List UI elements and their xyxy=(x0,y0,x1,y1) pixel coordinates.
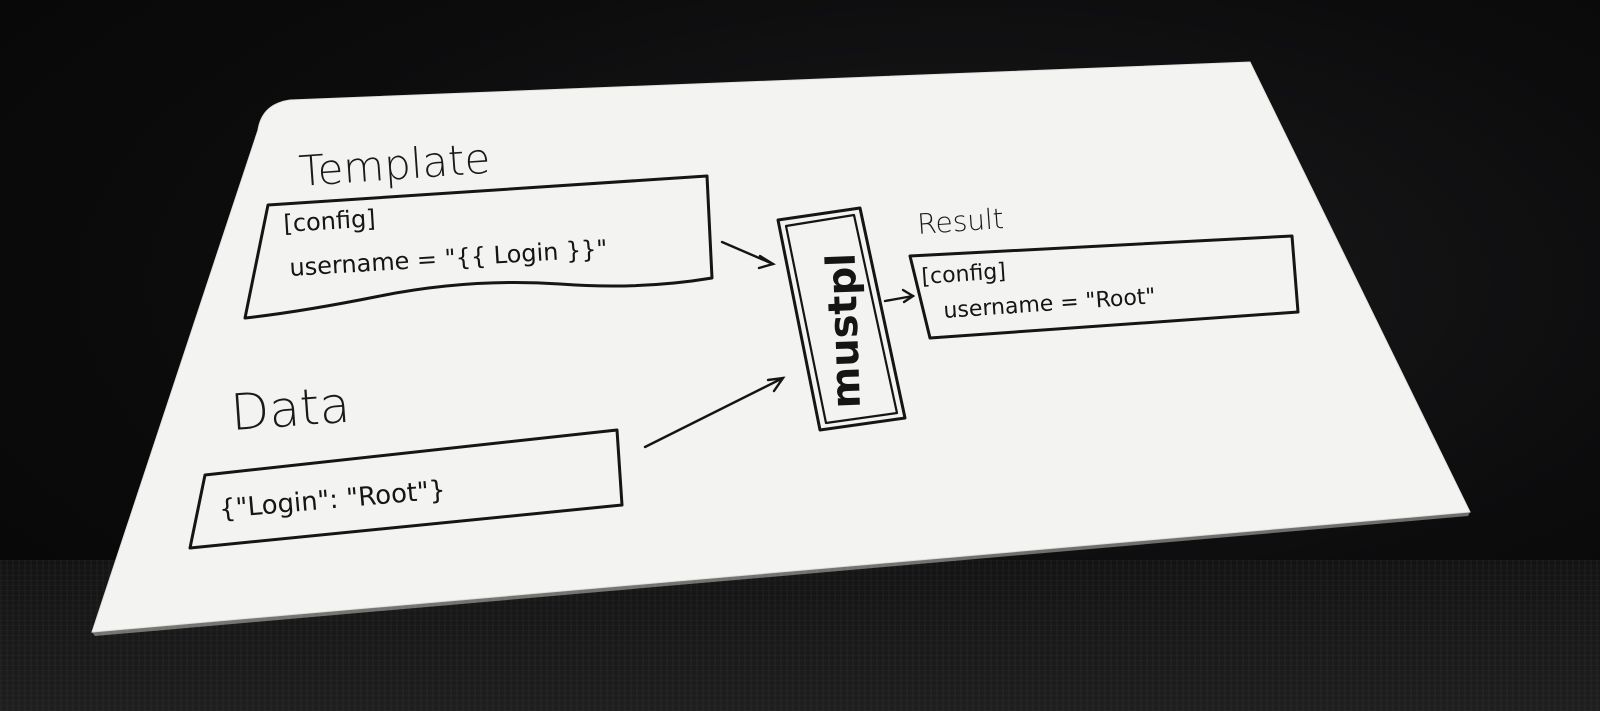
data-box xyxy=(188,428,624,550)
mustpl-engine-box: mustpl xyxy=(776,206,907,432)
result-box xyxy=(908,234,1300,340)
data-heading: Data xyxy=(229,376,352,442)
mustpl-label: mustpl xyxy=(819,252,870,409)
template-config-line: [config] xyxy=(283,204,377,238)
arrow-data-to-mustpl xyxy=(643,376,786,449)
result-config-line: [config] xyxy=(921,259,1007,290)
result-heading: Result xyxy=(916,202,1005,241)
arrow-mustpl-to-result xyxy=(883,288,916,304)
arrow-template-to-mustpl xyxy=(720,240,776,270)
template-box xyxy=(243,174,714,320)
